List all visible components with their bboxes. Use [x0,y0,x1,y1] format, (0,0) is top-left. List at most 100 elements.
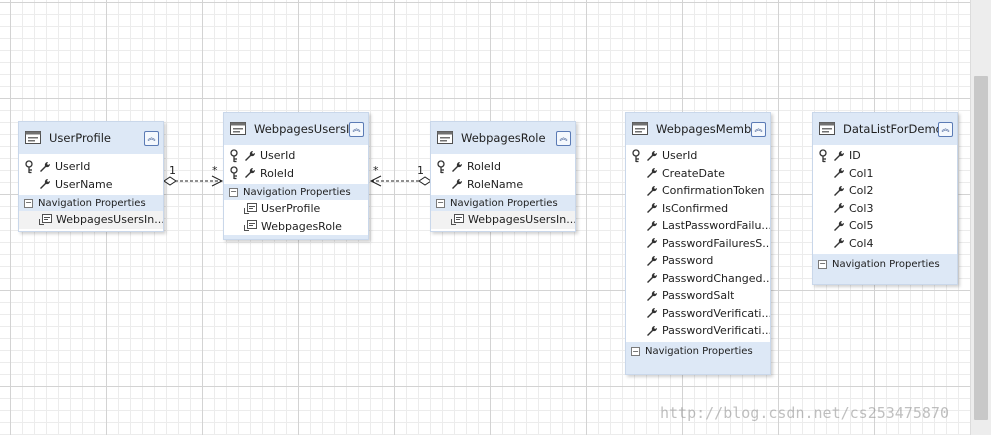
navigation-property-row[interactable]: WebpagesUsersIn... [431,211,575,229]
entity-header[interactable]: WebpagesUsersI... ︽ [224,113,368,145]
navigation-property-row[interactable]: UserProfile [224,200,368,218]
property-row[interactable]: RoleId [224,165,368,183]
multiplicity-many-label: * [212,164,218,177]
entity-userprofile[interactable]: UserProfile ︽ UserId UserName − Navigati… [18,121,164,232]
property-row[interactable]: RoleName [431,176,575,194]
navigation-properties-label: Navigation Properties [645,346,753,357]
entity-type-icon [25,131,41,144]
property-row[interactable]: Col2 [813,182,957,200]
property-name: RoleId [260,166,294,180]
entity-header[interactable]: DataListForDemo ︽ [813,113,957,145]
wrench-icon [647,238,658,249]
key-icon [632,149,640,162]
vertical-scrollbar[interactable] [970,0,991,435]
property-name: Password [662,254,714,268]
collapse-minus-icon[interactable]: − [24,198,33,208]
property-row[interactable]: Col5 [813,217,957,235]
property-name: UserName [55,177,113,191]
collapse-icon[interactable]: ︽ [349,121,364,137]
property-name: UserId [662,149,698,163]
collapse-minus-icon[interactable]: − [631,346,640,356]
navigation-property-name: WebpagesUsersIn... [56,213,163,227]
property-row[interactable]: IsConfirmed [626,200,770,218]
multiplicity-one-label: 1 [417,164,424,177]
entity-webpagesmembership[interactable]: WebpagesMemb... ︽ UserId CreateDate Conf… [625,112,771,375]
property-row[interactable]: UserId [19,158,163,176]
association-arrow-usersinroles [211,175,224,187]
wrench-icon [834,203,845,214]
navigation-property-icon [244,220,257,232]
entity-type-icon [632,122,648,135]
navigation-properties-header[interactable]: − Navigation Properties [626,341,770,362]
navigation-properties-label: Navigation Properties [450,197,558,209]
entity-type-icon [437,131,453,144]
property-row[interactable]: UserName [19,176,163,194]
wrench-icon [647,325,658,336]
property-name: PasswordFailuresS... [662,236,770,250]
entity-title: WebpagesUsersI... [254,122,349,136]
diagram-canvas[interactable]: 1 * * 1 UserProfile ︽ UserId UserName − … [0,0,970,435]
property-row[interactable]: UserId [626,147,770,165]
entity-datalistfordemo[interactable]: DataListForDemo ︽ ID Col1 Col2 Col3 Col5… [812,112,958,285]
property-row[interactable]: PasswordVerificati... [626,305,770,323]
association-diamond-userprofile [163,176,177,186]
association-arrow-usersinroles-right [369,175,382,187]
navigation-properties-header[interactable]: − Navigation Properties [224,184,368,200]
property-row[interactable]: PasswordVerificati... [626,322,770,340]
property-name: Col5 [849,219,874,233]
property-row[interactable]: Password [626,252,770,270]
wrench-icon [647,150,658,161]
property-row[interactable]: ID [813,147,957,165]
property-name: PasswordVerificati... [662,324,770,338]
wrench-icon [834,185,845,196]
entity-webpagesrole[interactable]: WebpagesRole ︽ RoleId RoleName − Navigat… [430,121,576,232]
property-row[interactable]: PasswordChanged... [626,270,770,288]
navigation-property-row[interactable]: WebpagesUsersIn... [19,211,163,229]
key-icon [437,160,445,173]
collapse-icon[interactable]: ︽ [938,121,953,137]
entity-webpagesusersinroles[interactable]: WebpagesUsersI... ︽ UserId RoleId − Navi… [223,112,369,240]
property-name: CreateDate [662,166,725,180]
navigation-properties-header[interactable]: − Navigation Properties [19,195,163,211]
property-name: Col2 [849,184,874,198]
entity-header[interactable]: WebpagesRole ︽ [431,122,575,154]
property-row[interactable]: PasswordSalt [626,287,770,305]
collapse-icon[interactable]: ︽ [144,130,159,146]
property-row[interactable]: ConfirmationToken [626,182,770,200]
navigation-properties-label: Navigation Properties [38,197,146,209]
entity-title: UserProfile [49,131,111,145]
navigation-properties-header[interactable]: − Navigation Properties [431,195,575,211]
property-row[interactable]: RoleId [431,158,575,176]
key-icon [230,166,238,180]
property-row[interactable]: CreateDate [626,165,770,183]
collapse-minus-icon[interactable]: − [229,187,238,197]
wrench-icon [40,161,51,172]
navigation-property-row[interactable]: WebpagesRole [224,218,368,236]
property-row[interactable]: UserId [224,147,368,165]
collapse-minus-icon[interactable]: − [818,259,827,269]
navigation-properties-header[interactable]: − Navigation Properties [813,254,957,274]
property-row[interactable]: Col4 [813,235,957,253]
wrench-icon [647,308,658,319]
property-row[interactable]: Col3 [813,200,957,218]
property-row[interactable]: PasswordFailuresS... [626,235,770,253]
property-name: PasswordSalt [662,289,735,303]
association-lines [163,175,432,187]
navigation-property-icon [451,213,464,225]
wrench-icon [647,273,658,284]
wrench-icon [647,255,658,266]
property-row[interactable]: Col1 [813,165,957,183]
entity-header[interactable]: UserProfile ︽ [19,122,163,154]
entity-header[interactable]: WebpagesMemb... ︽ [626,113,770,145]
wrench-icon [245,168,256,179]
collapse-icon[interactable]: ︽ [556,130,571,146]
collapse-icon[interactable]: ︽ [751,121,766,137]
key-icon [819,149,827,162]
key-icon [25,160,33,173]
navigation-properties-label: Navigation Properties [832,258,940,270]
collapse-minus-icon[interactable]: − [436,198,445,208]
property-row[interactable]: LastPasswordFailu... [626,217,770,235]
property-name: RoleId [467,160,501,174]
scrollbar-thumb[interactable] [974,76,988,420]
wrench-icon [834,168,845,179]
